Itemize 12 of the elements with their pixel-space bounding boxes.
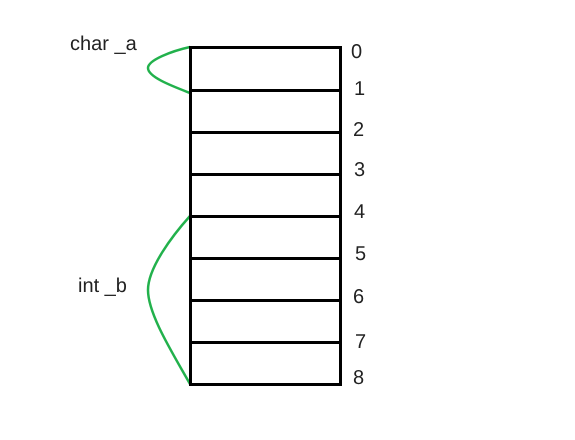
address-number: 7 <box>355 330 366 354</box>
address-number: 2 <box>353 118 364 142</box>
address-number: 8 <box>353 366 364 390</box>
address-number: 6 <box>353 285 364 309</box>
memory-cell <box>188 46 342 92</box>
variable-label: char _a <box>70 32 137 56</box>
address-number: 0 <box>351 40 362 64</box>
address-number: 3 <box>354 158 366 182</box>
address-number: 5 <box>355 242 366 266</box>
address-number: 4 <box>354 200 366 224</box>
variable-label: int _b <box>78 274 127 298</box>
address-number: 1 <box>354 77 366 101</box>
